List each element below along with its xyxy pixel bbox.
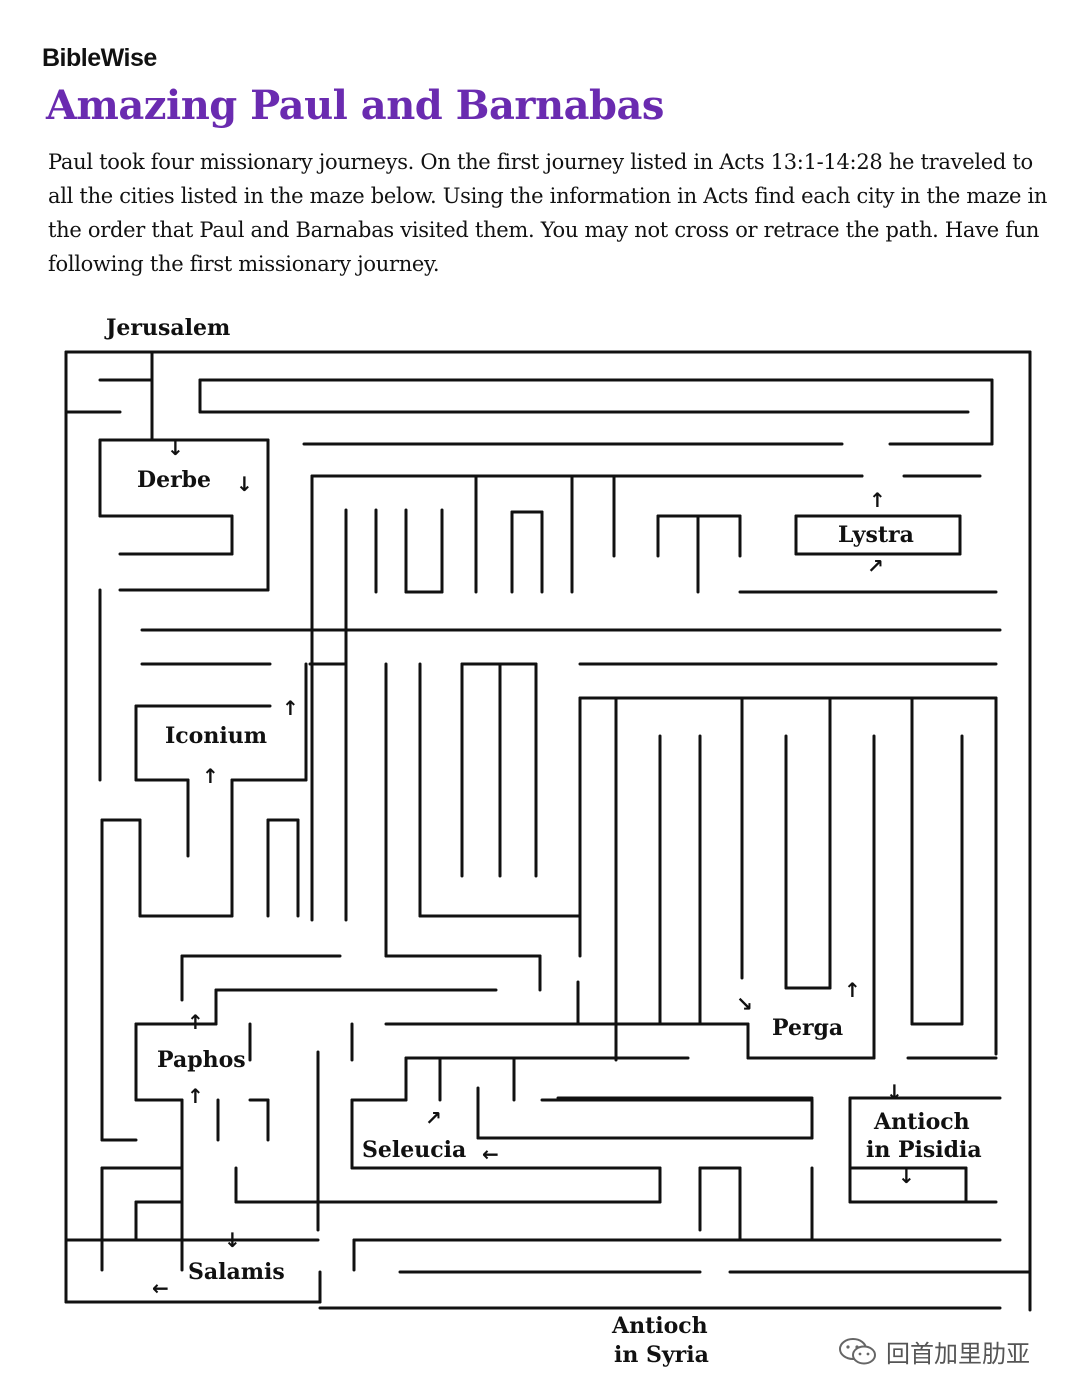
watermark: 回首加里肋亚 [838,1334,1030,1369]
arrow-right-up-icon: ↗ [867,554,884,578]
city-iconium: Iconium [165,723,267,749]
arrow-right-down-icon: ↘ [736,992,753,1016]
watermark-text: 回首加里肋亚 [886,1340,1030,1368]
arrow-up-icon: ↑ [187,1084,204,1108]
city-antioch-pisidia-line2: in Pisidia [866,1137,982,1163]
maze-end-antioch-syria-line1: Antioch [612,1313,708,1339]
maze-end-antioch-syria-line2: in Syria [614,1342,709,1368]
instructions-text: Paul took four missionary journeys. On t… [48,150,1048,276]
brand-logo: BibleWise [42,44,157,72]
arrow-up-icon: ↑ [187,1010,204,1034]
arrow-up-icon: ↑ [202,764,219,788]
arrow-up-icon: ↑ [869,488,886,512]
arrow-down-icon: ↓ [886,1080,903,1104]
arrow-down-icon: ↓ [898,1164,915,1188]
city-lystra: Lystra [838,522,914,548]
arrow-down-icon: ↓ [236,472,253,496]
arrow-down-icon: ↓ [167,436,184,460]
arrow-down-icon: ↓ [224,1228,241,1252]
arrow-left-icon: ← [152,1276,169,1300]
city-seleucia: Seleucia [362,1137,467,1163]
city-derbe: Derbe [137,467,212,493]
city-perga: Perga [772,1015,844,1041]
maze-start-jerusalem: Jerusalem [106,315,231,341]
city-paphos: Paphos [157,1047,246,1073]
arrow-up-icon: ↑ [844,978,861,1002]
arrow-left-icon: ← [482,1142,499,1166]
city-antioch-pisidia-line1: Antioch [874,1109,970,1135]
arrow-up-icon: ↑ [282,696,299,720]
wechat-icon [838,1337,878,1367]
page-title: Amazing Paul and Barnabas [46,82,664,129]
city-salamis: Salamis [188,1259,285,1285]
arrow-right-up-icon: ↗ [425,1106,442,1130]
